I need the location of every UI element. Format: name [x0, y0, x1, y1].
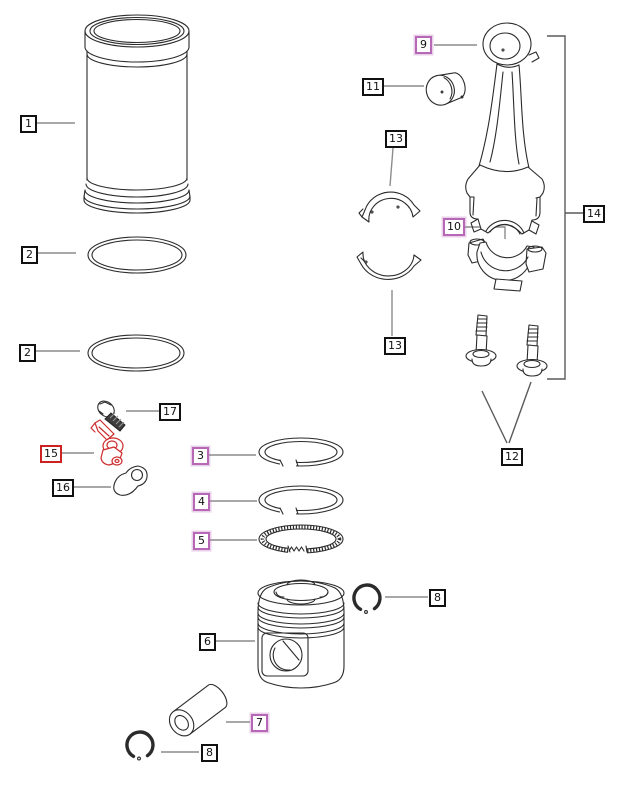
callout-8b[interactable]: 8 — [201, 744, 218, 762]
leader-lines — [36, 44, 506, 753]
part-compression-ring-top[interactable] — [258, 437, 344, 469]
callout-4[interactable]: 4 — [193, 493, 210, 511]
callout-6[interactable]: 6 — [199, 633, 216, 651]
bolt-pointer-lines — [481, 381, 532, 444]
callout-17[interactable]: 17 — [159, 403, 181, 421]
part-bearing-shell-lower[interactable] — [356, 251, 422, 280]
part-oil-spray-nozzle[interactable] — [90, 419, 124, 466]
part-circlip-upper[interactable] — [352, 583, 382, 614]
callout-14[interactable]: 14 — [583, 205, 605, 223]
part-cylinder-liner[interactable] — [83, 14, 191, 214]
callout-10[interactable]: 10 — [443, 218, 465, 236]
callout-2b[interactable]: 2 — [19, 344, 36, 362]
callout-15[interactable]: 15 — [40, 445, 62, 463]
callout-7[interactable]: 7 — [251, 714, 268, 732]
part-bearing-cap-shell[interactable] — [467, 238, 547, 292]
part-o-ring-lower[interactable] — [87, 334, 185, 372]
part-bearing-shell-upper[interactable] — [358, 191, 421, 223]
part-connecting-rod[interactable] — [465, 22, 545, 235]
callout-13a[interactable]: 13 — [385, 130, 407, 148]
part-compression-ring-second[interactable] — [258, 485, 344, 517]
part-oil-control-ring[interactable] — [258, 524, 344, 557]
part-connecting-rod-bolts[interactable] — [465, 314, 548, 377]
callout-3[interactable]: 3 — [192, 447, 209, 465]
callout-5[interactable]: 5 — [193, 532, 210, 550]
part-piston[interactable] — [257, 579, 345, 689]
callout-9[interactable]: 9 — [415, 36, 432, 54]
callout-11[interactable]: 11 — [362, 78, 384, 96]
part-small-end-bushing[interactable] — [423, 69, 469, 109]
part-nozzle-bolt[interactable] — [95, 398, 126, 432]
part-o-ring-upper[interactable] — [87, 236, 187, 274]
callout-16[interactable]: 16 — [52, 479, 74, 497]
callout-13b[interactable]: 13 — [384, 337, 406, 355]
part-circlip-lower[interactable] — [125, 730, 155, 761]
callout-8a[interactable]: 8 — [429, 589, 446, 607]
callout-12[interactable]: 12 — [501, 448, 523, 466]
callout-2a[interactable]: 2 — [21, 246, 38, 264]
bracket-rod-assembly — [547, 35, 583, 380]
part-nozzle-gasket[interactable] — [113, 465, 148, 496]
callout-1[interactable]: 1 — [20, 115, 37, 133]
part-piston-pin[interactable] — [164, 681, 230, 741]
